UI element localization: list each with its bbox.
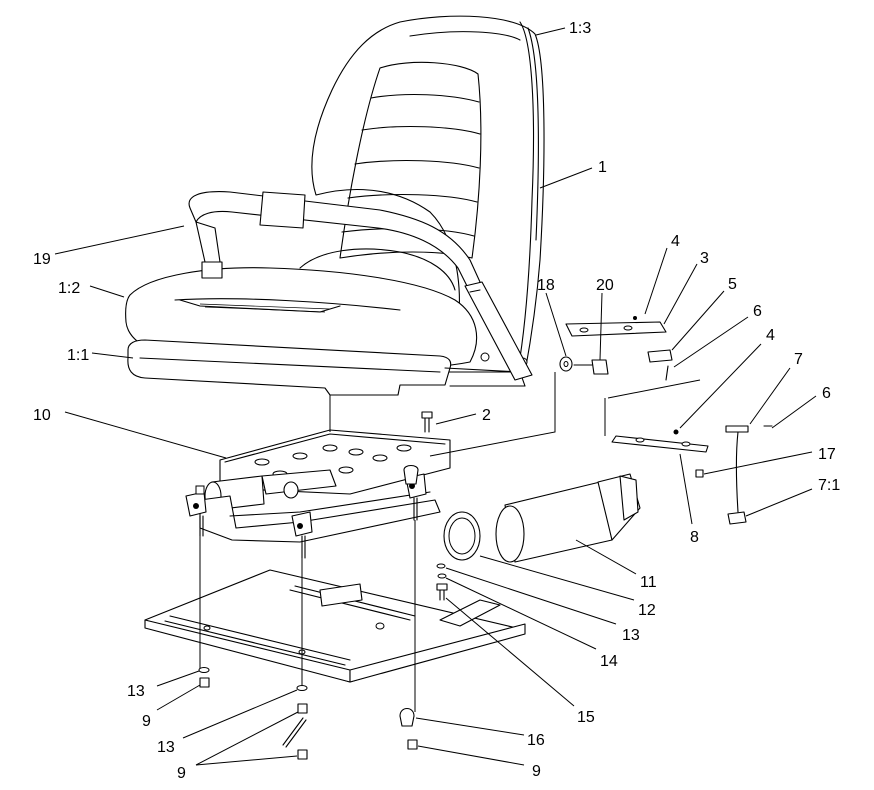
callout-9-bottom: 9 [177,765,186,782]
callout-11: 11 [640,574,657,591]
leader-lines [54,27,817,766]
callout-13: 13 [622,627,640,644]
callout-15: 15 [577,709,595,726]
callout-7-1: 7:1 [818,477,840,494]
callout-8: 8 [690,529,699,546]
brackets [565,321,749,525]
callout-9-right: 9 [532,763,541,780]
canister [443,473,641,563]
seat-pan [127,339,528,396]
callout-2: 2 [482,407,491,424]
callout-16: 16 [527,732,545,749]
callout-labels: 1:3 1 19 1:2 1:1 4 3 5 18 20 6 4 7 6 10 … [33,20,840,782]
callout-10: 10 [33,407,51,424]
callout-13-center: 13 [157,739,175,756]
callout-3: 3 [700,250,709,267]
callout-5: 5 [728,276,737,293]
seat-suspension-plate [185,429,451,559]
callout-4-lower: 4 [766,327,775,344]
callout-13-left: 13 [127,683,145,700]
seat-back [311,15,545,373]
seat-belt [188,191,533,381]
callout-18: 18 [537,277,555,294]
callout-20: 20 [596,277,614,294]
callout-17: 17 [818,446,836,463]
callout-4: 4 [671,233,680,250]
callout-9-left: 9 [142,713,151,730]
callout-1-1: 1:1 [67,347,89,364]
callout-7: 7 [794,351,803,368]
callout-1: 1 [598,159,607,176]
callout-1-2: 1:2 [58,280,80,297]
seat-base-tray [144,569,526,683]
callout-6-lower: 6 [822,385,831,402]
fasteners [198,316,773,760]
callout-6: 6 [753,303,762,320]
explode-guide-lines [199,372,701,712]
callout-12: 12 [638,602,656,619]
callout-1-3: 1:3 [569,20,591,37]
callout-14: 14 [600,653,618,670]
callout-19: 19 [33,251,51,268]
